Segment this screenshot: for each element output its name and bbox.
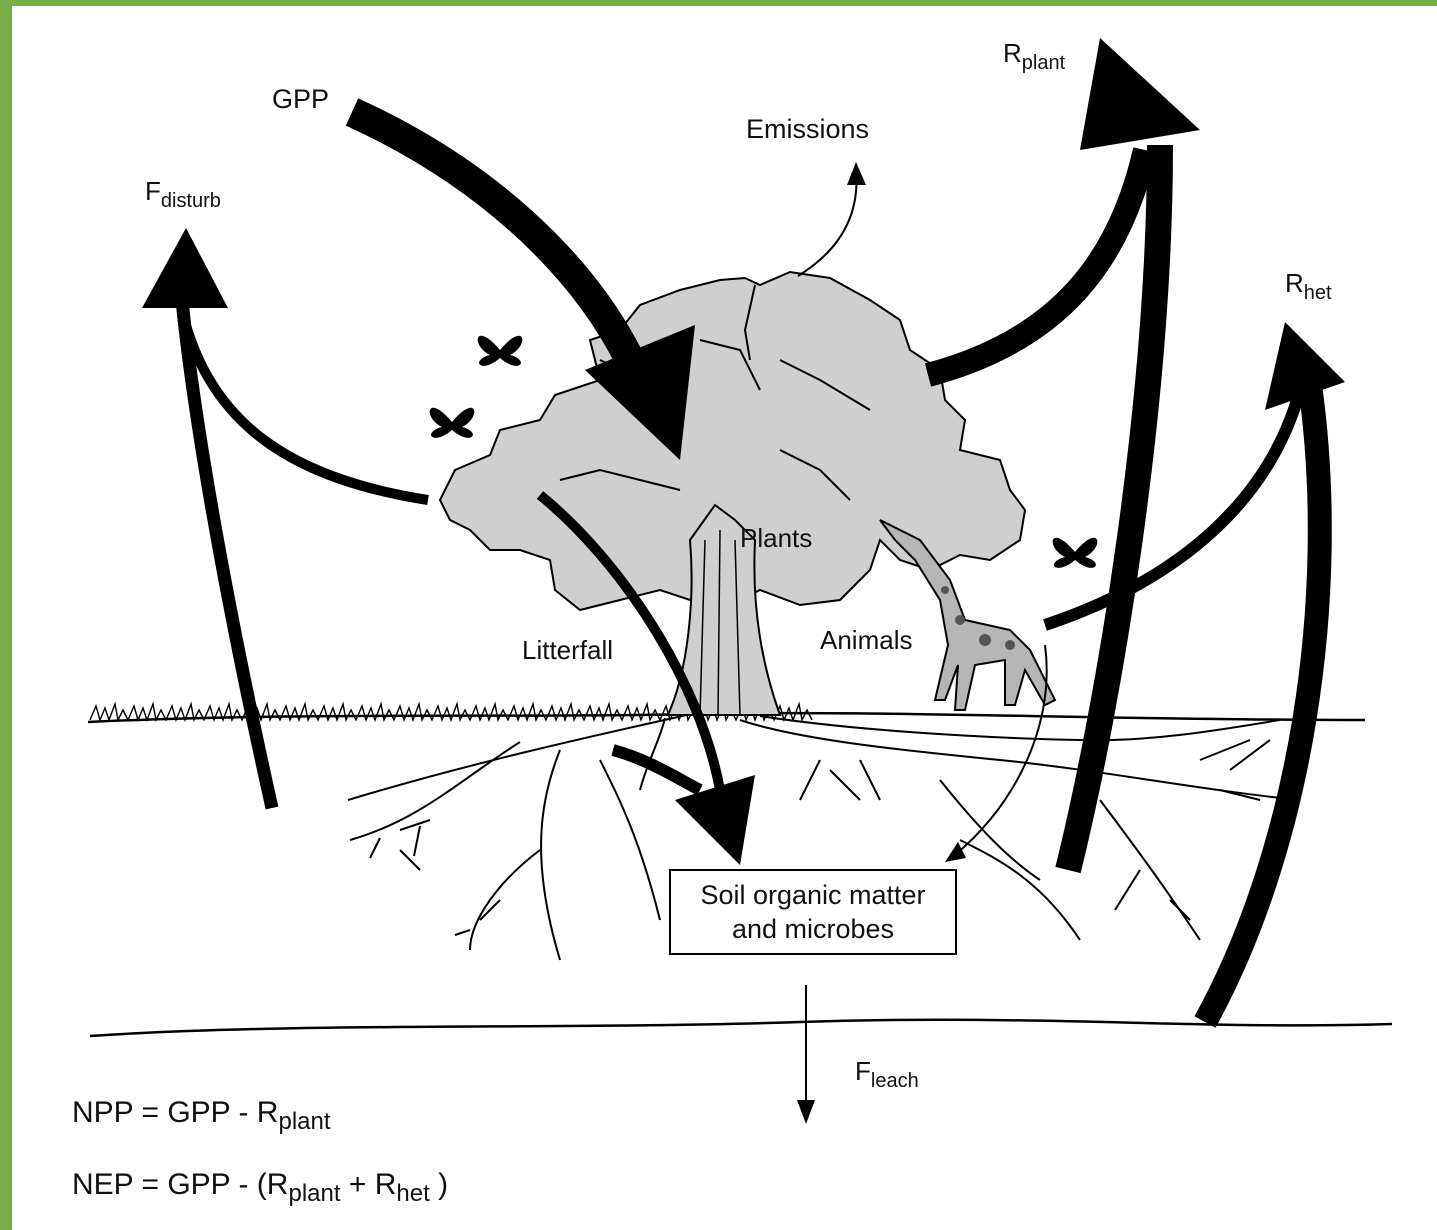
- soil-pool-label: Soil organic matter and microbes: [670, 870, 956, 954]
- label-animals: Animals: [820, 625, 912, 655]
- label-emissions: Emissions: [746, 114, 869, 144]
- label-plants: Plants: [740, 523, 812, 553]
- label-gpp: GPP: [272, 84, 329, 114]
- butterfly-icon: [430, 408, 475, 438]
- npp-equation-sub: plant: [278, 1108, 330, 1135]
- label-f-leach: Fleach: [855, 1056, 919, 1092]
- emissions-arrow: [798, 162, 866, 276]
- f-leach-arrow: [797, 985, 815, 1124]
- label-r-plant: Rplant: [1003, 38, 1066, 74]
- label-f-disturb: Fdisturb: [145, 176, 221, 212]
- soil-pool-label-line2: and microbes: [732, 912, 894, 946]
- nep-equation-sub-het: het: [396, 1180, 429, 1207]
- nep-equation-lhs: NEP = GPP - (R: [72, 1168, 288, 1201]
- butterfly-icon: [478, 336, 523, 366]
- soil-pool-label-line1: Soil organic matter: [700, 878, 925, 912]
- nep-equation-sub-plant: plant: [288, 1180, 340, 1207]
- label-litterfall: Litterfall: [522, 635, 613, 665]
- butterfly-icon: [1053, 538, 1098, 568]
- nep-equation-tail: ): [430, 1168, 448, 1201]
- r-het-arrow: [1045, 322, 1345, 1022]
- npp-equation-lhs: NPP = GPP - R: [72, 1096, 278, 1129]
- subsoil-boundary-line: [90, 1020, 1392, 1036]
- nep-equation-mid: + R: [341, 1168, 397, 1201]
- root-to-soil-arrow: [640, 718, 665, 790]
- gpp-arrow: [352, 112, 695, 460]
- npp-equation: NPP = GPP - Rplant: [72, 1096, 331, 1136]
- label-r-het: Rhet: [1285, 268, 1332, 304]
- nep-equation: NEP = GPP - (Rplant + Rhet ): [72, 1168, 448, 1208]
